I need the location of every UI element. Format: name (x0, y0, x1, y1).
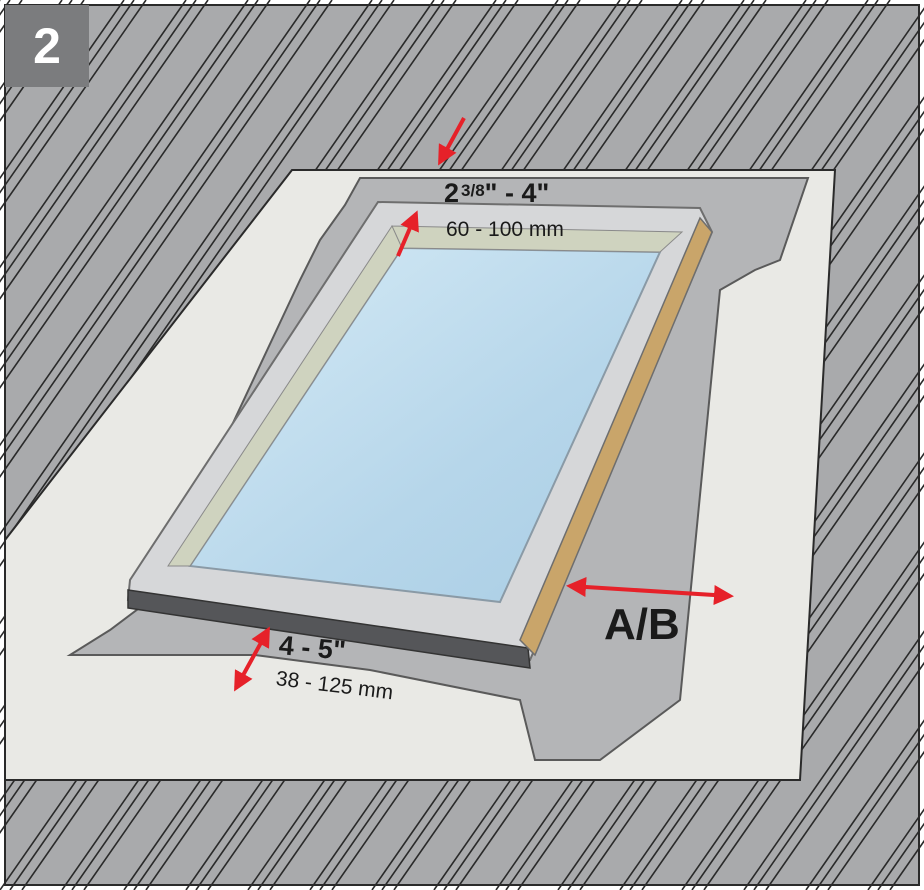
roof-rib-line (0, 0, 135, 194)
roof-rib-line (805, 719, 924, 890)
roof-rib-line (0, 0, 147, 211)
roof-rib-line (0, 0, 373, 536)
roof-rib-line (0, 0, 271, 389)
roof-rib-line (0, 0, 383, 550)
roof-rib-line (703, 572, 924, 890)
top-clearance-fraction: 3/8 (461, 181, 485, 200)
roof-rib-line (765, 661, 924, 890)
roof-rib-line (0, 0, 321, 461)
roof-rib-line (0, 0, 197, 283)
skylight-frame-side (519, 216, 713, 657)
side-clearance-label: A/B (604, 600, 680, 649)
top-clearance-whole: 2 (444, 178, 460, 208)
top-clearance-arrow-upper (438, 117, 466, 166)
step-number-badge: 2 (5, 5, 89, 87)
roof-rib-line (743, 630, 924, 890)
roof-rib-line (0, 0, 187, 269)
roof-rib-line (0, 0, 249, 358)
roof-rib-line (815, 733, 924, 890)
roof-rib-line (0, 0, 333, 478)
top-clearance-rest: " - 4" (484, 178, 550, 208)
top-clearance-metric-label: 60 - 100 mm (446, 218, 564, 241)
bottom-clearance-arrow (234, 626, 270, 692)
roof-rib-line (0, 0, 259, 372)
glass-inner-bevel (167, 224, 684, 567)
side-clearance-arrow (566, 577, 734, 605)
roof-rib-line (0, 0, 125, 180)
top-clearance-arrow-lower (396, 210, 419, 257)
roof-rib-line (0, 0, 311, 447)
roof-rib-line (0, 0, 209, 300)
bottom-clearance-imperial-label: 4 - 5" (277, 630, 347, 666)
skylight-frame-base (127, 589, 531, 669)
roof-rib-line (753, 644, 924, 890)
